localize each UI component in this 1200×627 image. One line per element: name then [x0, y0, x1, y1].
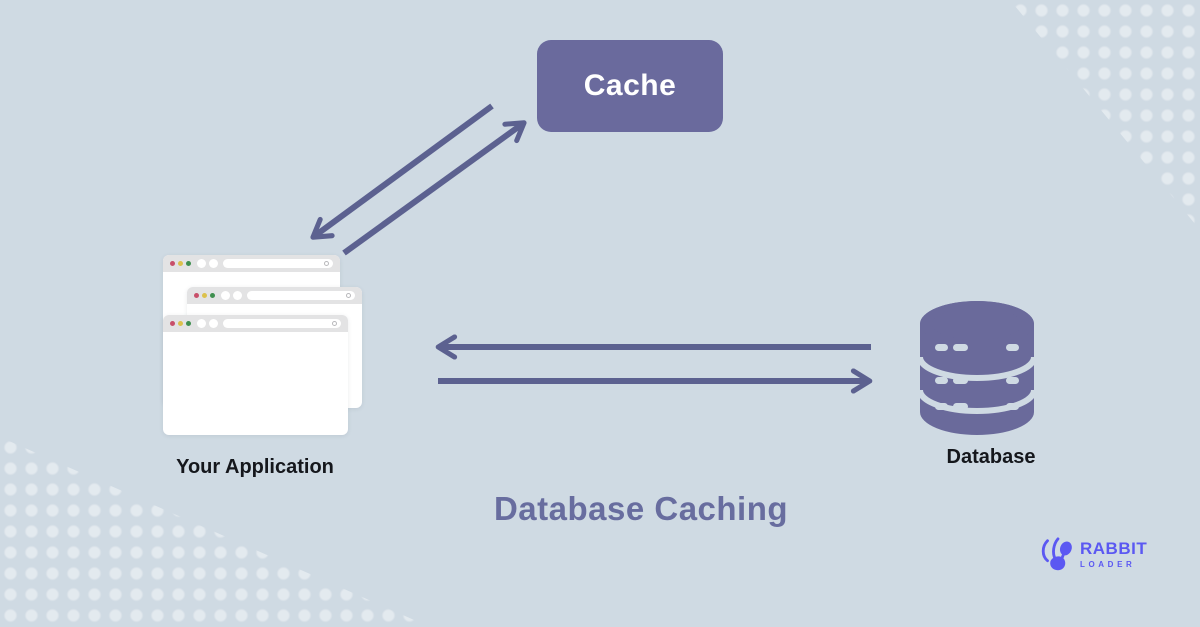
forward-icon [233, 291, 242, 300]
search-icon [346, 293, 351, 298]
minimize-icon [178, 321, 183, 326]
search-icon [324, 261, 329, 266]
maximize-icon [186, 321, 191, 326]
cache-label: Cache [583, 69, 677, 102]
back-icon [197, 259, 206, 268]
brand-logo: RABBIT LOADER [1038, 536, 1147, 574]
cache-node: Cache [537, 40, 723, 132]
brand-name-top: RABBIT [1080, 539, 1148, 558]
back-icon [221, 291, 230, 300]
database-icon [919, 301, 1035, 435]
address-bar [247, 291, 355, 300]
application-label: Your Application [176, 456, 334, 478]
minimize-icon [178, 261, 183, 266]
maximize-icon [210, 293, 215, 298]
arrow-cache-to-app [310, 103, 494, 240]
forward-icon [209, 319, 218, 328]
address-bar [223, 319, 341, 328]
browser-toolbar [163, 315, 348, 332]
browser-toolbar [187, 287, 362, 304]
address-bar [223, 259, 333, 268]
maximize-icon [186, 261, 191, 266]
brand-text: RABBIT LOADER [1080, 540, 1147, 570]
back-icon [197, 319, 206, 328]
database-label: Database [946, 446, 1036, 468]
diagram-title: Database Caching [493, 490, 789, 527]
minimize-icon [202, 293, 207, 298]
close-icon [194, 293, 199, 298]
close-icon [170, 321, 175, 326]
brand-name-bottom: LOADER [1080, 560, 1136, 569]
dot-pattern-top-right [1010, 0, 1200, 230]
browser-window-front [163, 315, 348, 435]
arrow-app-to-cache [342, 120, 527, 256]
forward-icon [209, 259, 218, 268]
rabbit-loader-icon [1041, 537, 1072, 571]
search-icon [332, 321, 337, 326]
browser-toolbar [163, 255, 340, 272]
close-icon [170, 261, 175, 266]
